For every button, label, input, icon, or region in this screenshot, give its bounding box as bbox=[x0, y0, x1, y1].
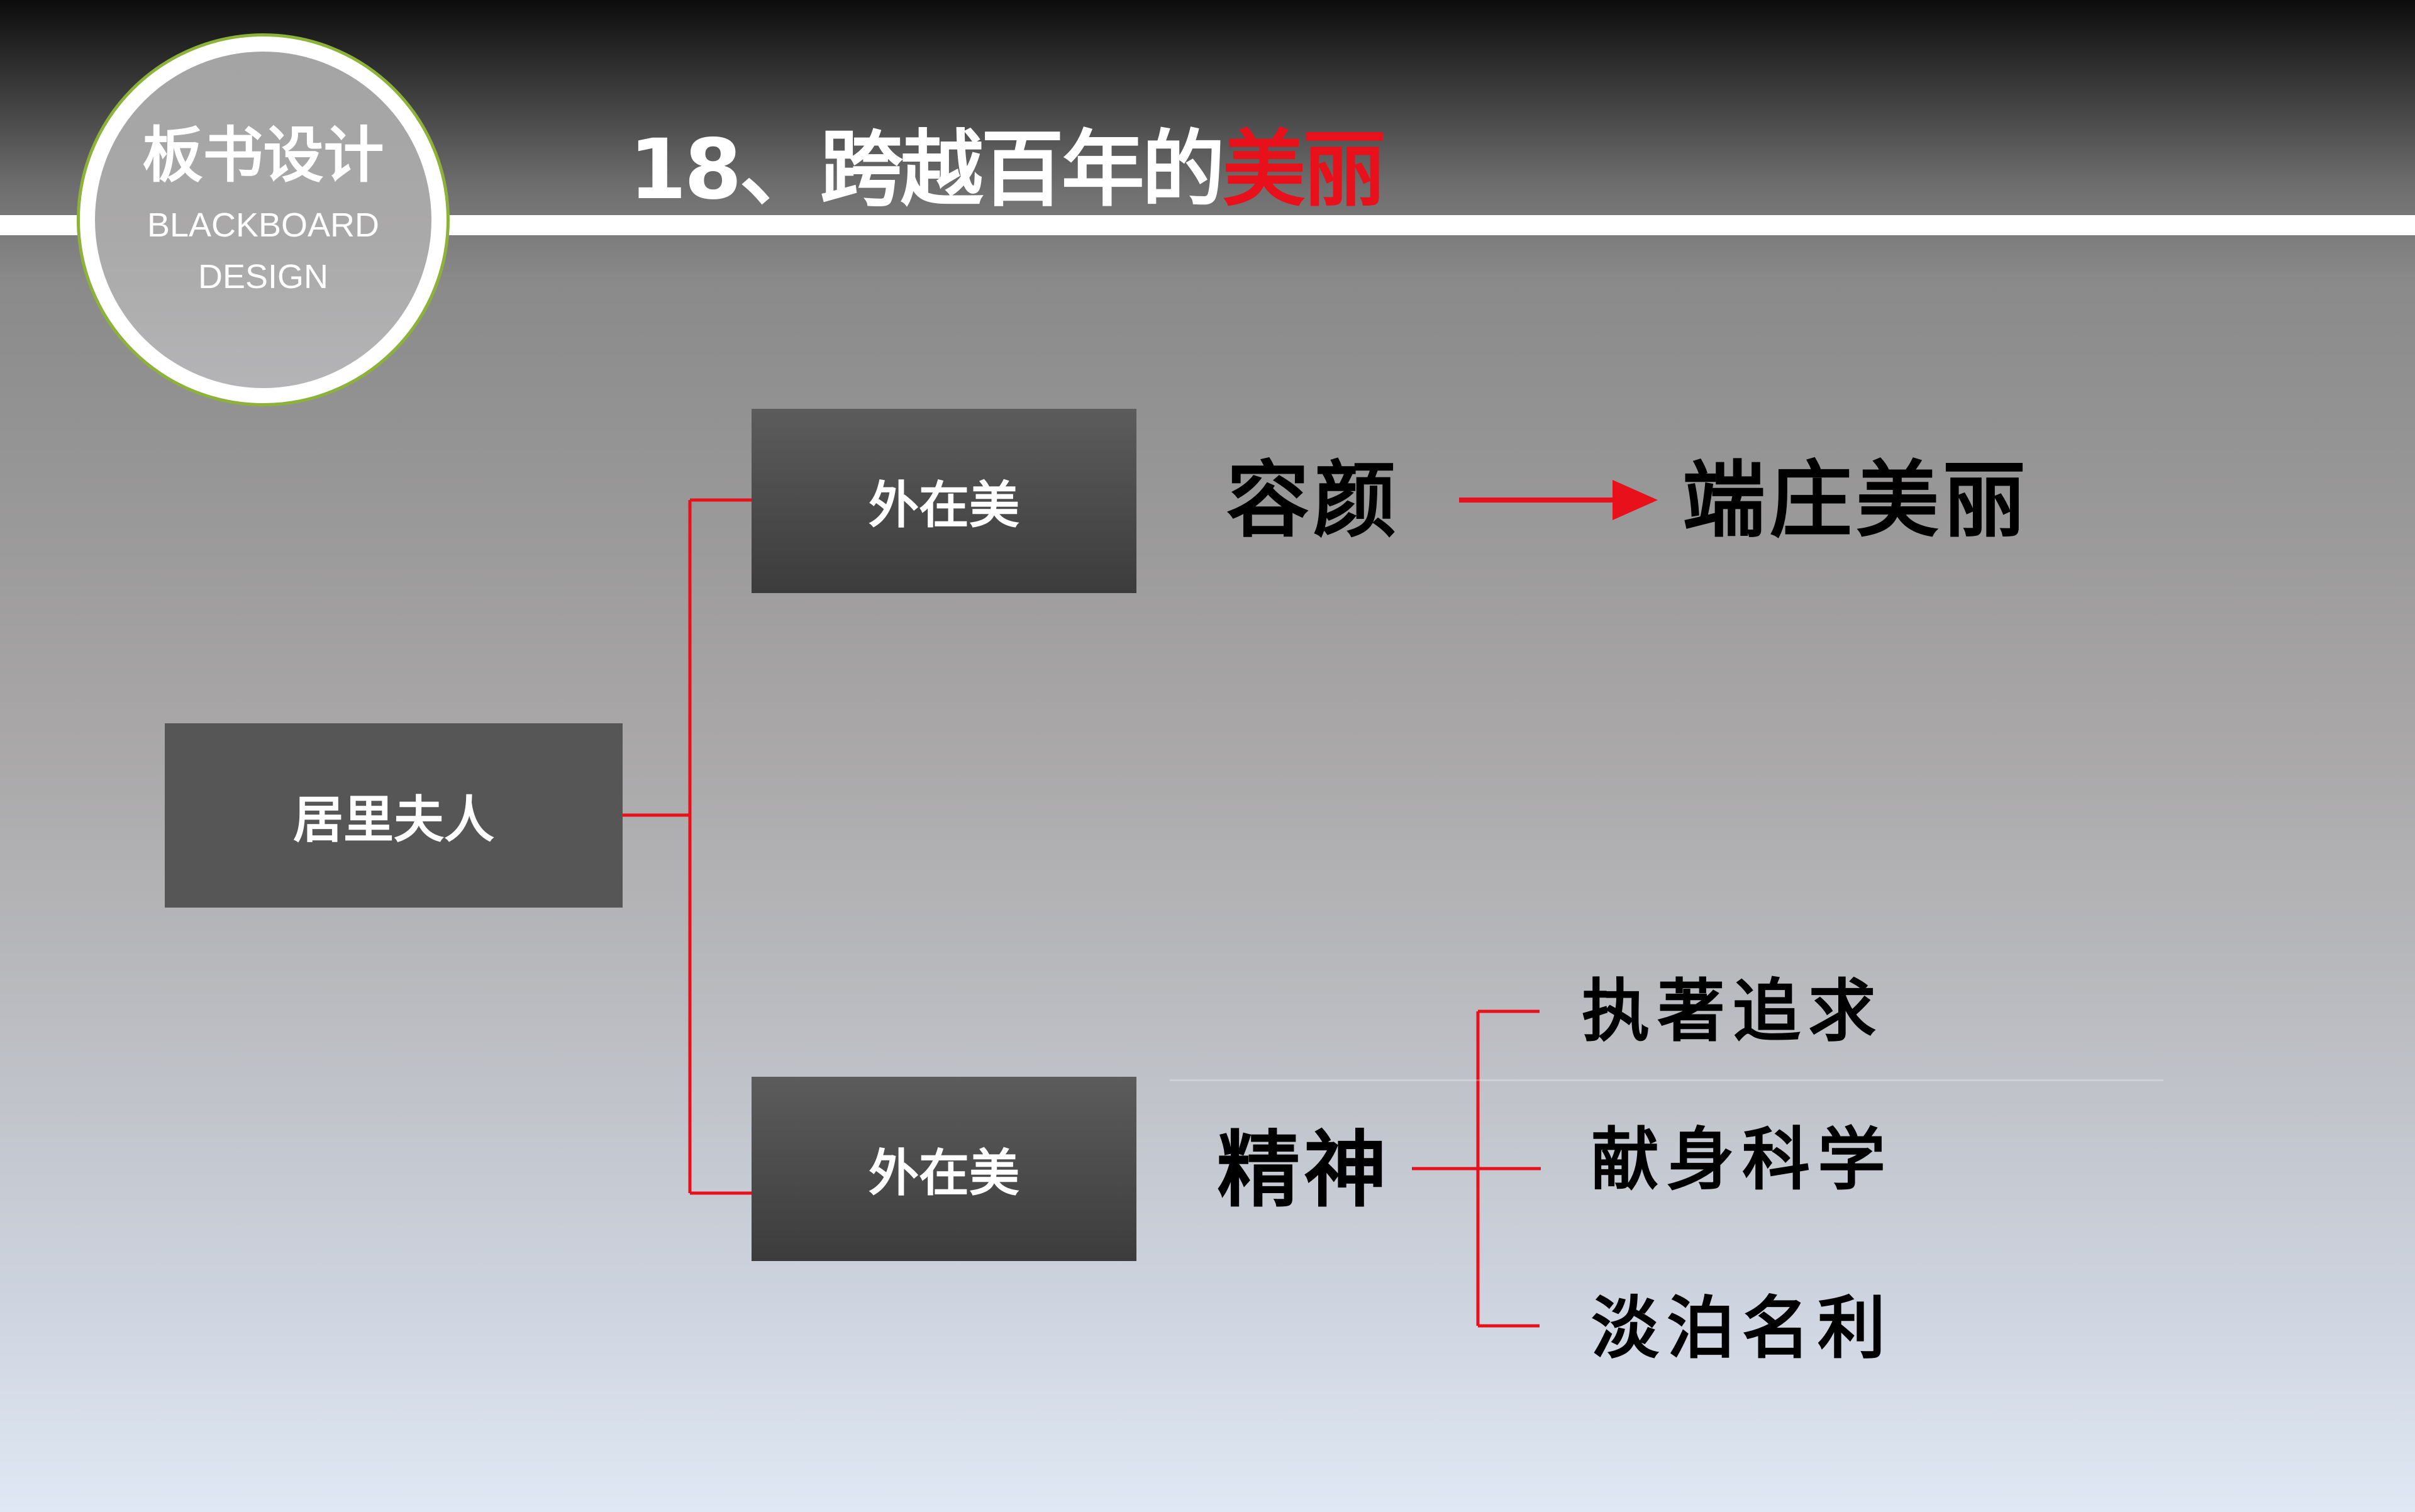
root-node: 居里夫人 bbox=[165, 723, 623, 908]
spirit-result-1: 执著追求 bbox=[1582, 972, 1884, 1051]
badge-subtitle: BLACKBOARD DESIGN bbox=[147, 199, 379, 303]
faint-divider bbox=[1170, 1079, 2163, 1081]
spirit-result-2: 献身科学 bbox=[1591, 1120, 1894, 1199]
spirit-result-3: 淡泊名利 bbox=[1591, 1289, 1894, 1368]
appearance-term: 容颜 bbox=[1226, 452, 1400, 549]
section-badge: 板书设计 BLACKBOARD DESIGN bbox=[77, 33, 450, 406]
page-title: 18、跨越百年的美丽 bbox=[629, 120, 1386, 220]
appearance-result: 端庄美丽 bbox=[1682, 452, 2029, 549]
page-title-prefix: 18、跨越百年的 bbox=[629, 121, 1225, 218]
badge-subtitle-line2: DESIGN bbox=[197, 257, 329, 296]
page-title-highlight: 美丽 bbox=[1222, 121, 1386, 218]
badge-inner-circle: 板书设计 BLACKBOARD DESIGN bbox=[95, 52, 431, 388]
spirit-term: 精神 bbox=[1217, 1121, 1391, 1219]
badge-title: 板书设计 bbox=[142, 120, 384, 191]
outer-beauty-node: 外在美 bbox=[752, 409, 1136, 593]
badge-subtitle-line1: BLACKBOARD bbox=[147, 206, 380, 244]
inner-beauty-node: 外在美 bbox=[752, 1077, 1136, 1261]
